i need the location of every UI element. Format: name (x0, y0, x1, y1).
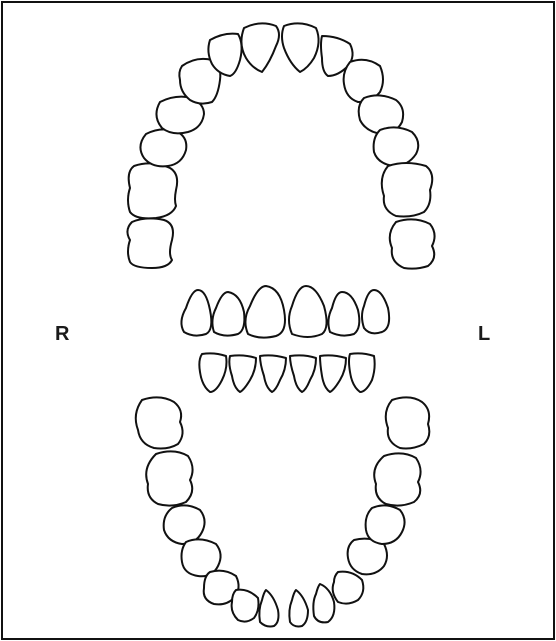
lower-right-canine[interactable] (232, 590, 259, 622)
lower-left-incisor-1[interactable] (313, 584, 334, 622)
front-lower-tooth-5[interactable] (320, 355, 346, 392)
lower-left-molar-3[interactable] (386, 397, 430, 448)
upper-left-premolar-3[interactable] (382, 163, 433, 217)
lower-left-molar-2[interactable] (374, 453, 420, 505)
upper-arch (127, 23, 434, 268)
front-upper-tooth-4[interactable] (289, 286, 327, 337)
front-lower-tooth-1[interactable] (199, 353, 226, 392)
left-side-label: L (478, 324, 490, 344)
front-lower-tooth-4[interactable] (290, 355, 316, 392)
upper-right-molar-3[interactable] (127, 218, 173, 268)
upper-left-molar-2[interactable] (390, 219, 435, 268)
front-upper-tooth-3[interactable] (245, 286, 285, 338)
right-side-label: R (55, 324, 69, 344)
lower-left-premolar-2[interactable] (366, 505, 405, 544)
upper-right-molar-2[interactable] (128, 163, 177, 218)
front-lower-tooth-3[interactable] (260, 355, 286, 392)
lower-left-canine[interactable] (333, 572, 364, 604)
front-upper-tooth-5[interactable] (328, 292, 359, 336)
front-upper-tooth-1[interactable] (181, 290, 211, 336)
front-upper-tooth-6[interactable] (362, 290, 389, 333)
lower-right-molar-2[interactable] (146, 451, 192, 505)
upper-left-premolar-2[interactable] (374, 127, 419, 166)
front-view-upper (181, 286, 389, 338)
lower-right-molar-3[interactable] (136, 397, 183, 448)
upper-right-incisor-1[interactable] (282, 23, 319, 72)
upper-right-premolar-1[interactable] (140, 129, 186, 166)
lower-right-premolar-1[interactable] (164, 505, 205, 544)
upper-right-incisor-2[interactable] (241, 23, 279, 72)
front-lower-tooth-2[interactable] (229, 355, 256, 392)
lower-arch (136, 397, 430, 626)
lower-right-incisor-2[interactable] (259, 590, 278, 627)
lower-right-incisor-1[interactable] (289, 590, 308, 627)
front-view-lower (199, 353, 374, 392)
front-lower-tooth-6[interactable] (349, 353, 375, 392)
front-upper-tooth-2[interactable] (212, 292, 244, 336)
